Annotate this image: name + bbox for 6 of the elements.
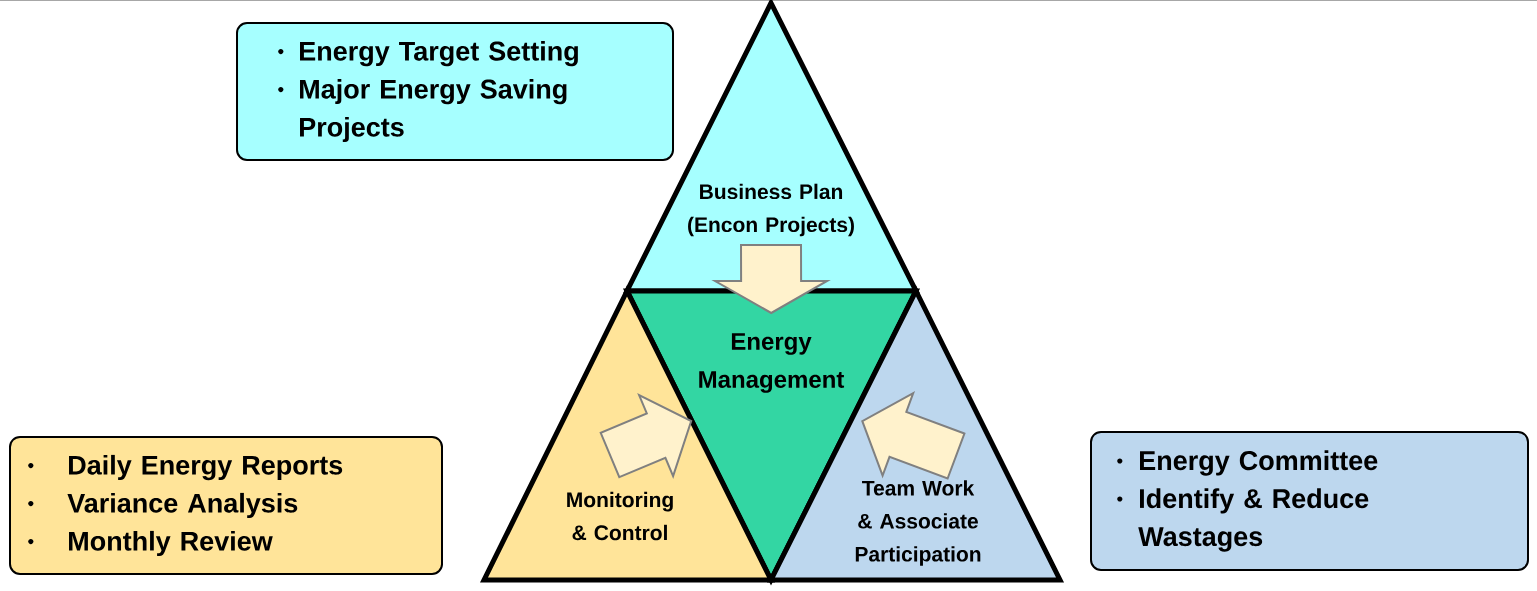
block-arrow (711, 243, 831, 315)
block-arrow (861, 391, 966, 480)
block-arrow (599, 393, 693, 480)
bullet-list-box: Energy Target Setting Major Energy Saving Projects (236, 22, 674, 161)
bullet-list-box: Energy Committee Identify & Reduce Wastages (1090, 431, 1529, 571)
bullet-list-box: Daily Energy Reports Variance Analysis Monthly Review (9, 436, 443, 575)
